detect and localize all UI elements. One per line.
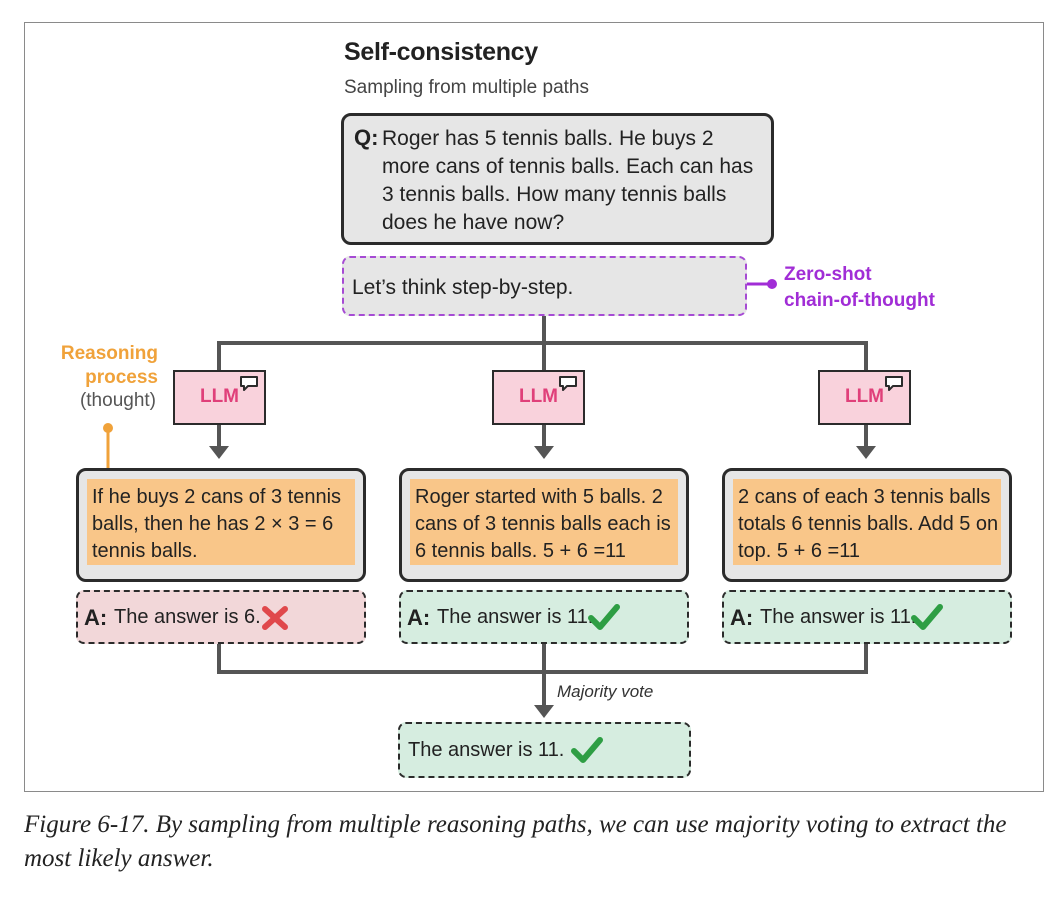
answer-text-3: The answer is 11. [760, 606, 917, 628]
answer-box-2: A: The answer is 11. [399, 590, 689, 644]
zero-shot-label-line2: chain-of-thought [784, 290, 935, 311]
prompt-text: Let’s think step-by-step. [352, 276, 574, 299]
chat-bubble-icon [559, 376, 577, 391]
majority-vote-label: Majority vote [557, 682, 654, 701]
answer-text-2: The answer is 11. [437, 606, 594, 628]
reasoning-box-1: If he buys 2 cans of 3 tennis balls, the… [76, 468, 366, 582]
final-answer-box: The answer is 11. [398, 722, 691, 778]
llm-label: LLM [199, 386, 240, 407]
question-box: Q: Roger has 5 tennis balls. He buys 2 m… [341, 113, 774, 245]
answer-label: A: [84, 605, 108, 630]
chat-bubble-icon [885, 376, 903, 391]
reasoning-label-line2: process [85, 367, 158, 388]
llm-box-2: LLM [492, 370, 585, 425]
cross-icon [262, 606, 288, 630]
checkmark-icon [911, 604, 943, 630]
answer-label: A: [730, 605, 754, 630]
answer-box-3: A: The answer is 11. [722, 590, 1012, 644]
reasoning-label-line3: (thought) [79, 390, 156, 411]
llm-box-3: LLM [818, 370, 911, 425]
figure-caption: Figure 6-17. By sampling from multiple r… [24, 811, 1007, 872]
reasoning-box-3: 2 cans of each 3 tennis balls totals 6 t… [722, 468, 1012, 582]
question-label: Q: [354, 125, 379, 150]
llm-label: LLM [844, 386, 885, 407]
answer-text-1: The answer is 6. [114, 606, 261, 628]
llm-label: LLM [518, 386, 559, 407]
answer-box-1: A: The answer is 6. [76, 590, 366, 644]
prompt-box: Let’s think step-by-step. [342, 256, 747, 316]
checkmark-icon [571, 737, 603, 763]
reasoning-label-line1: Reasoning [60, 343, 158, 364]
reasoning-text-3: 2 cans of each 3 tennis balls totals 6 t… [738, 486, 999, 562]
zero-shot-label-line1: Zero-shot [784, 264, 872, 285]
answer-label: A: [407, 605, 431, 630]
reasoning-text-1: If he buys 2 cans of 3 tennis balls, the… [92, 486, 342, 562]
llm-box-1: LLM [173, 370, 266, 425]
reasoning-text-2: Roger started with 5 balls. 2 cans of 3 … [415, 486, 671, 562]
question-text: Roger has 5 tennis balls. He buys 2 more… [382, 127, 754, 234]
diagram-title: Self-consistency [344, 38, 538, 66]
reasoning-highlight: If he buys 2 cans of 3 tennis balls, the… [87, 479, 355, 565]
reasoning-box-2: Roger started with 5 balls. 2 cans of 3 … [399, 468, 689, 582]
figure-frame [24, 22, 1044, 792]
checkmark-icon [588, 604, 620, 630]
reasoning-annotation: Reasoning process [55, 342, 158, 390]
reasoning-highlight: 2 cans of each 3 tennis balls totals 6 t… [733, 479, 1001, 565]
chat-bubble-icon [240, 376, 258, 391]
zero-shot-annotation: Zero-shot chain-of-thought [784, 262, 935, 314]
diagram-subtitle: Sampling from multiple paths [344, 77, 589, 98]
final-answer-text: The answer is 11. [408, 739, 565, 761]
reasoning-highlight: Roger started with 5 balls. 2 cans of 3 … [410, 479, 678, 565]
